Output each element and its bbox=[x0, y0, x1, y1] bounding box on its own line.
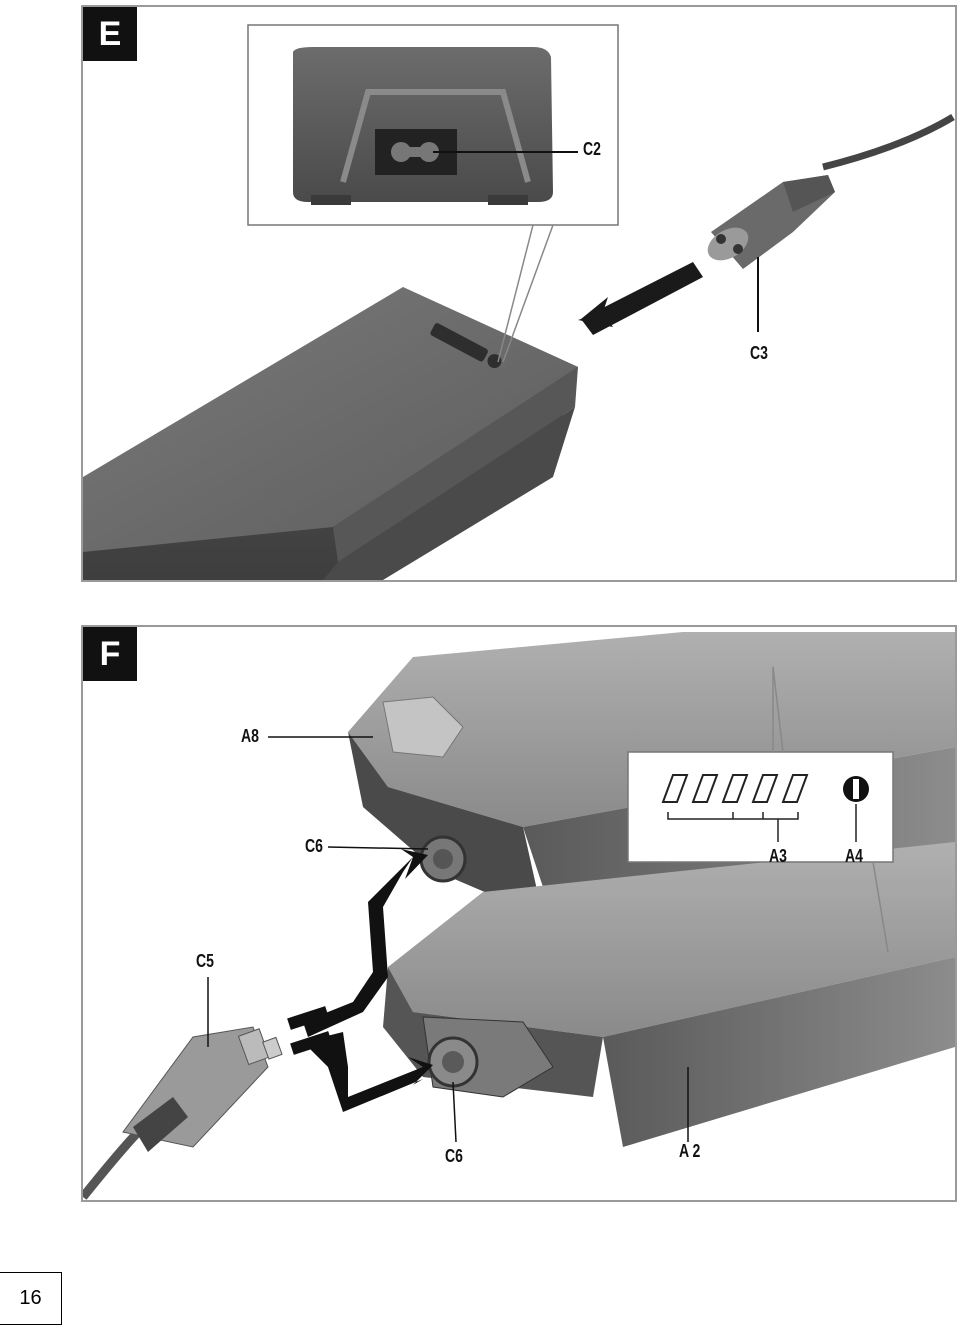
connection-arrows-icon bbox=[287, 849, 433, 1112]
power-button-icon bbox=[843, 776, 869, 802]
logo-icon bbox=[430, 323, 502, 369]
battery-illustration bbox=[83, 632, 955, 1200]
insert-arrow-icon bbox=[578, 262, 703, 335]
panel-label-f: F bbox=[83, 627, 137, 681]
callout-c2: C2 bbox=[583, 139, 601, 159]
callout-a8: A8 bbox=[241, 726, 259, 746]
callout-a3: A3 bbox=[769, 846, 787, 866]
charge-level-leds bbox=[661, 774, 809, 803]
callout-c6-bottom: C6 bbox=[445, 1146, 463, 1166]
charger-illustration bbox=[83, 24, 955, 580]
callout-c6-top: C6 bbox=[305, 836, 323, 856]
callout-c3: C3 bbox=[750, 343, 768, 363]
panel-label-e: E bbox=[83, 7, 137, 61]
charger-body bbox=[83, 287, 578, 580]
mains-plug bbox=[707, 113, 955, 269]
display-inset bbox=[627, 666, 894, 953]
charging-plug bbox=[83, 1026, 283, 1200]
leader-c6-top bbox=[327, 846, 429, 850]
callout-a2: A 2 bbox=[679, 1141, 701, 1161]
lower-battery bbox=[383, 842, 955, 1147]
callout-a4: A4 bbox=[845, 846, 863, 866]
page-number: 16 bbox=[0, 1272, 62, 1325]
callout-c5: C5 bbox=[196, 951, 214, 971]
leader-c6-bottom bbox=[452, 1081, 457, 1143]
figure-e: E C2 C3 bbox=[81, 5, 957, 582]
socket-inset bbox=[247, 24, 619, 226]
leader-socket-2 bbox=[502, 224, 554, 363]
figure-f: F A8 C6 C5 A3 A4 C6 A 2 bbox=[81, 625, 957, 1202]
leader-socket bbox=[497, 224, 534, 363]
